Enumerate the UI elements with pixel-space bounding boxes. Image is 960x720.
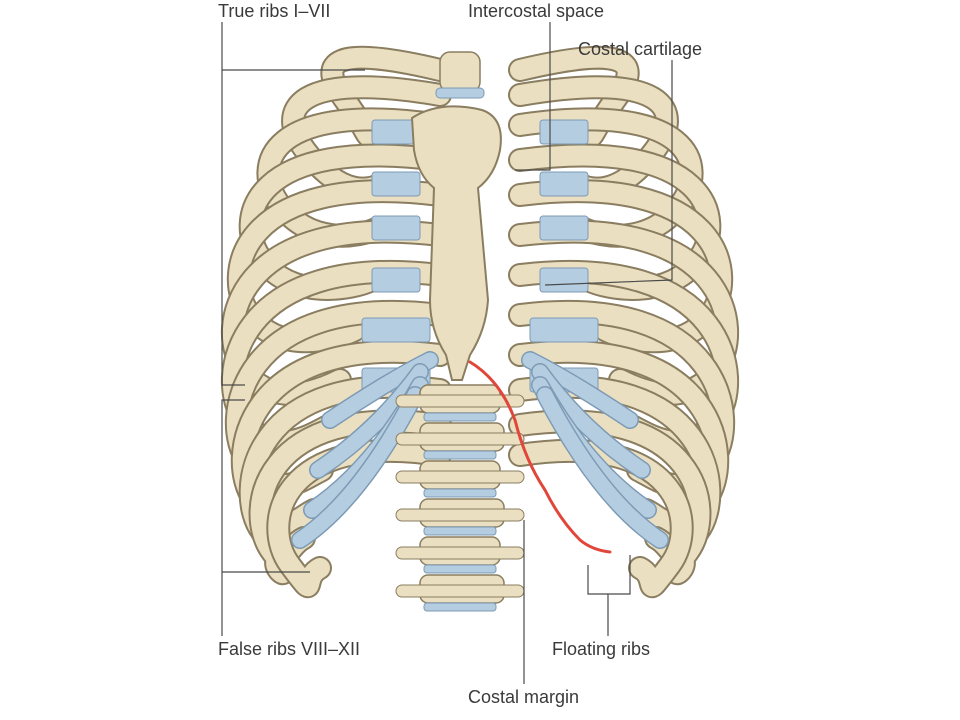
leader-false-ribs [221,399,245,636]
cartilage-left [371,267,421,293]
disc-top [435,87,485,99]
intervertebral-disc [423,488,497,498]
label-false-ribs: False ribs VIII–XII [218,639,361,659]
leader-intercostal-space [515,22,551,171]
transverse-process [395,584,525,598]
cartilage-left [361,317,431,343]
rib [250,411,450,584]
costal-margin-line [468,360,612,554]
label-costal-cartilage: Costal cartilage [578,39,703,59]
cartilage-right [539,171,589,197]
false-rib-cartilage-right [537,387,668,548]
ribs-right [508,45,739,599]
sternum-body [410,105,502,381]
label-costal-margin: Costal margin [468,687,580,707]
transverse-process [395,508,525,522]
false-rib-cartilage-left [292,387,423,548]
leader-costal-cartilage [544,60,673,286]
sternum [410,105,502,381]
costal-cartilages [291,119,669,549]
cartilage-left [371,215,421,241]
intervertebral-disc [423,412,497,422]
intervertebral-disc [423,450,497,460]
intervertebral-disc [423,564,497,574]
transverse-process [395,470,525,484]
intervertebral-disc [423,602,497,612]
vertebral-column [395,51,525,612]
cartilage-right [539,119,589,145]
leader-true-ribs [221,22,245,386]
leader-floating-ribs-b [587,565,608,595]
transverse-process [395,432,525,446]
ribs-left [221,45,452,599]
cartilage-left [371,171,421,197]
cartilage-right [539,267,589,293]
costal-margin [468,360,612,554]
leader-floating-ribs [607,555,631,636]
leader-lines [221,22,673,684]
transverse-process [395,394,525,408]
transverse-process [395,546,525,560]
vertebra-top [439,51,481,93]
cartilage-right [539,215,589,241]
label-intercostal-space: Intercostal space [468,1,605,21]
label-true-ribs: True ribs I–VII [218,1,331,21]
intervertebral-disc [423,526,497,536]
cartilage-right [529,317,599,343]
label-floating-ribs: Floating ribs [552,639,651,659]
rib [510,411,710,584]
